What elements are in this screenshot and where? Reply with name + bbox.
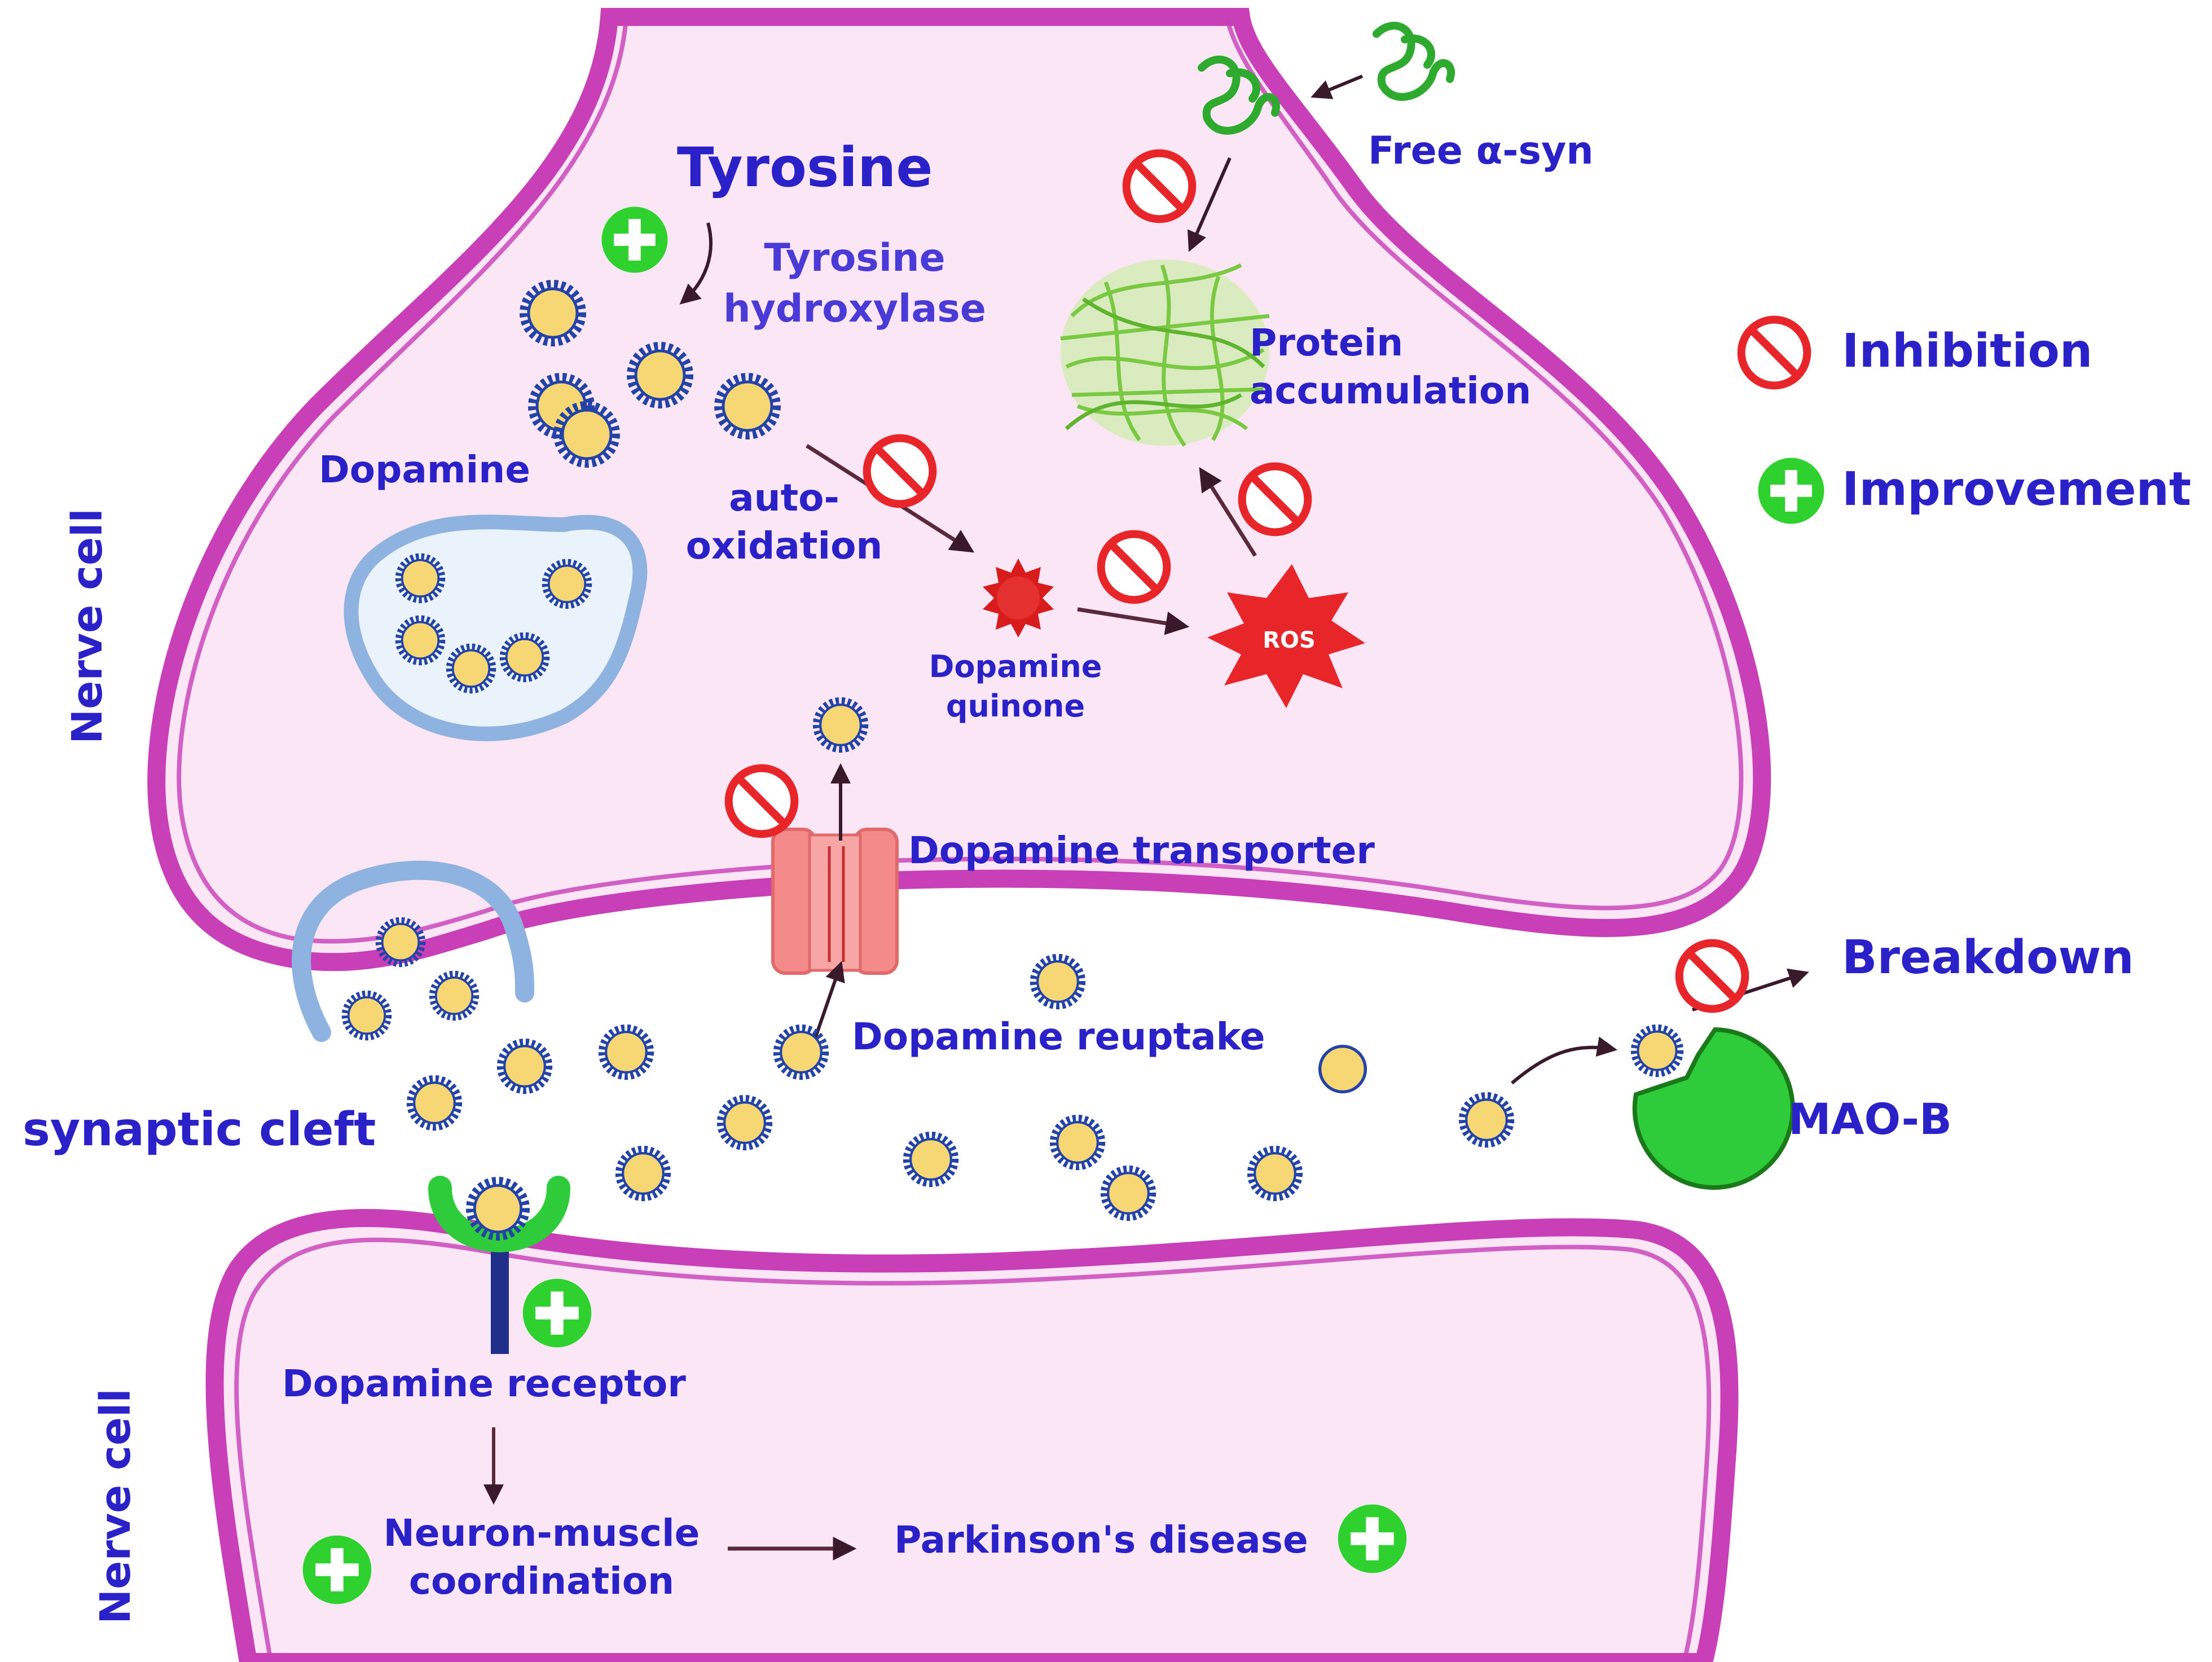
asyn-to-protein-arrow bbox=[1188, 157, 1232, 252]
alpha-synuclein-icon bbox=[1198, 21, 1455, 135]
receptor-bound-dopamine bbox=[470, 1181, 526, 1237]
inhibition-icon bbox=[867, 438, 933, 504]
presynaptic-inner-membrane bbox=[177, 16, 1744, 944]
legend: Inhibition Improvement bbox=[1742, 320, 2191, 524]
cleft-dopamine bbox=[619, 1149, 668, 1198]
improvement-icon bbox=[1338, 1504, 1407, 1573]
cleft-dopamine bbox=[410, 1079, 459, 1128]
inhibition-icon bbox=[1127, 153, 1193, 219]
ros-burst-icon bbox=[1207, 564, 1365, 708]
parkinsons-label: Parkinson's disease bbox=[894, 1518, 1308, 1562]
protein-accumulation-label-1: Protein bbox=[1250, 321, 1403, 364]
released-dopamine bbox=[432, 974, 476, 1018]
mao-b-enzyme-icon bbox=[1632, 1027, 1795, 1190]
inhibition-icon bbox=[729, 768, 795, 834]
ros-to-protein-arrow bbox=[1199, 467, 1257, 557]
inhibition-icon bbox=[1101, 534, 1167, 600]
cleft-dopamine bbox=[1251, 1149, 1300, 1198]
neuron-muscle-label-2: coordination bbox=[409, 1559, 674, 1603]
dopamine-quinone-label-1: Dopamine bbox=[929, 649, 1102, 684]
dopamine-label: Dopamine bbox=[319, 448, 530, 491]
mao-b-label: MAO-B bbox=[1788, 1094, 1952, 1144]
legend-improvement-label: Improvement bbox=[1842, 463, 2191, 516]
improvement-icon bbox=[601, 206, 668, 273]
reuptake-arrow bbox=[811, 961, 845, 1047]
maob-bound-dopamine bbox=[1634, 1027, 1680, 1074]
synaptic-cleft-label: synaptic cleft bbox=[23, 1103, 376, 1157]
cleft-dopamine bbox=[1104, 1169, 1153, 1218]
cleft-dopamine bbox=[907, 1135, 956, 1184]
tyrosine-hydroxylase-label-2: hydroxylase bbox=[723, 287, 986, 331]
inhibition-icon bbox=[1679, 943, 1745, 1009]
breakdown-label: Breakdown bbox=[1842, 931, 2134, 984]
asyn-arrow bbox=[1311, 74, 1364, 99]
cleft-dopamine bbox=[1320, 1047, 1366, 1092]
neuron-muscle-label-1: Neuron-muscle bbox=[384, 1511, 700, 1555]
nerve-cell-top-label: Nerve cell bbox=[63, 508, 112, 744]
cleft-dopamine bbox=[1053, 1118, 1102, 1167]
cleft-dopamine bbox=[602, 1028, 651, 1077]
cleft-dopamine bbox=[500, 1042, 549, 1091]
released-dopamine bbox=[345, 993, 389, 1037]
dopamine-transporter-label: Dopamine transporter bbox=[908, 829, 1375, 872]
dopamine-reuptake-label: Dopamine reuptake bbox=[852, 1015, 1265, 1058]
legend-inhibition-label: Inhibition bbox=[1842, 324, 2092, 378]
protein-aggregate-icon bbox=[1060, 260, 1270, 447]
cleft-dopamine bbox=[1462, 1096, 1511, 1145]
quinone-to-ros-arrow bbox=[1077, 607, 1190, 635]
cleft-dopamine bbox=[777, 1028, 826, 1077]
tyrosine-arrow bbox=[679, 222, 713, 305]
dopamine-quinone-label-2: quinone bbox=[946, 688, 1085, 724]
to-maob-arrow bbox=[1511, 1036, 1618, 1085]
dopamine-transporter-icon bbox=[771, 828, 899, 975]
cleft-dopamine bbox=[1034, 957, 1083, 1006]
ros-label: ROS bbox=[1263, 627, 1316, 653]
tyrosine-label: Tyrosine bbox=[677, 136, 933, 199]
tyrosine-hydroxylase-label-1: Tyrosine bbox=[764, 236, 945, 280]
improvement-icon bbox=[302, 1535, 372, 1604]
legend-improvement-icon bbox=[1758, 458, 1824, 524]
dopamine-quinone-icon bbox=[983, 559, 1054, 637]
cleft-dopamine bbox=[720, 1098, 769, 1147]
inhibition-icon bbox=[1242, 467, 1308, 533]
nerve-cell-bottom-label: Nerve cell bbox=[91, 1388, 140, 1624]
protein-accumulation-label-2: accumulation bbox=[1250, 369, 1531, 412]
auto-oxidation-label-1: auto- bbox=[729, 476, 839, 520]
dopamine-receptor-label: Dopamine receptor bbox=[282, 1362, 686, 1405]
auto-oxidation-label-2: oxidation bbox=[686, 524, 883, 568]
postsynaptic-inner-membrane bbox=[234, 1237, 1712, 1662]
releasing-vesicle bbox=[292, 860, 534, 1042]
legend-inhibition-icon bbox=[1742, 320, 1808, 386]
free-asyn-label: Free α-syn bbox=[1368, 129, 1594, 173]
improvement-icon bbox=[522, 1278, 592, 1348]
